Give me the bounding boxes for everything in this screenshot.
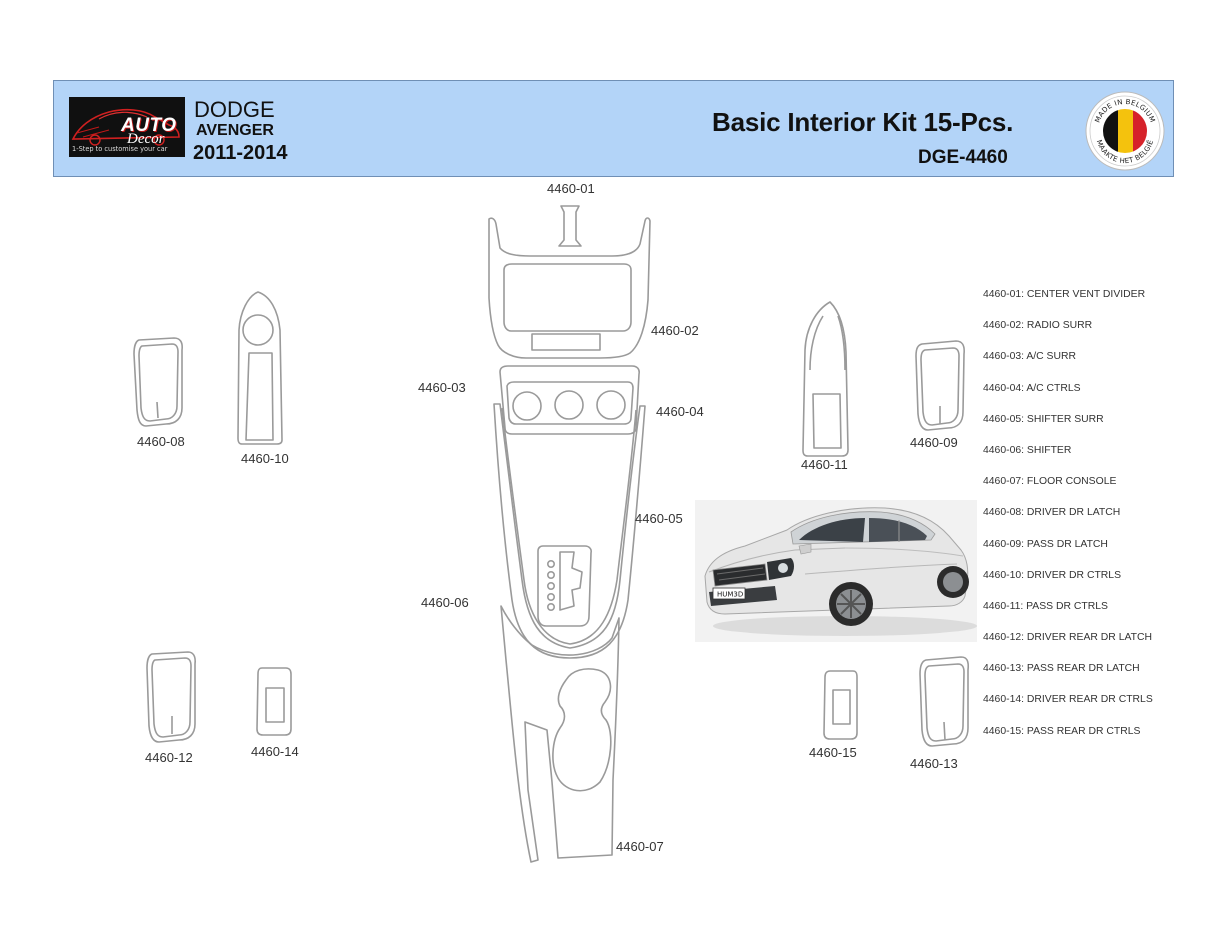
auto-decor-logo: AUTO Decor 1-Step to customise your car [69, 97, 185, 157]
legend-item: 4460-11: PASS DR CTRLS [983, 600, 1108, 612]
part-4460-15-outline [823, 670, 858, 740]
part-4460-09-outline [915, 340, 965, 431]
part-4460-08-outline [133, 337, 183, 427]
part-4460-07-outline [500, 605, 620, 863]
vehicle-years: 2011-2014 [193, 142, 288, 164]
header-banner: AUTO Decor 1-Step to customise your car … [53, 80, 1174, 177]
legend-item: 4460-12: DRIVER REAR DR LATCH [983, 632, 1152, 644]
legend-item: 4460-04: A/C CTRLS [983, 382, 1081, 394]
legend-item: 4460-14: DRIVER REAR DR CTRLS [983, 694, 1153, 706]
made-in-belgium-badge-icon: MADE IN BELGIUM MAAKTE HET BELGIË [1085, 91, 1165, 171]
label-4460-07: 4460-07 [616, 839, 664, 854]
part-4460-14-outline [256, 667, 292, 736]
label-4460-11: 4460-11 [801, 457, 848, 472]
red-car-silhouette-icon [71, 108, 180, 146]
legend-item: 4460-13: PASS REAR DR LATCH [983, 663, 1140, 675]
part-4460-13-outline [919, 656, 970, 747]
kit-code: DGE-4460 [918, 147, 1008, 168]
label-4460-02: 4460-02 [651, 323, 699, 338]
label-4460-13: 4460-13 [910, 756, 958, 771]
label-4460-12: 4460-12 [145, 750, 193, 765]
label-4460-01: 4460-01 [547, 181, 595, 196]
label-4460-14: 4460-14 [251, 744, 299, 759]
label-4460-09: 4460-09 [910, 435, 958, 450]
license-plate-text: HUM3D [717, 591, 743, 599]
part-4460-05-outline [493, 403, 646, 659]
legend-item: 4460-01: CENTER VENT DIVIDER [983, 289, 1146, 300]
legend-item: 4460-02: RADIO SURR [983, 320, 1093, 332]
legend-item: 4460-08: DRIVER DR LATCH [983, 507, 1121, 519]
logo-brand-top: AUTO [121, 115, 177, 136]
logo-brand-bottom: Decor [127, 131, 165, 147]
part-4460-04-outline [506, 381, 634, 425]
label-4460-08: 4460-08 [137, 434, 185, 449]
kit-title: Basic Interior Kit 15-Pcs. [712, 107, 1014, 137]
part-4460-11-outline [802, 301, 849, 457]
legend-item: 4460-07: FLOOR CONSOLE [983, 476, 1117, 488]
part-4460-06-outline [537, 545, 592, 627]
part-4460-12-outline [146, 651, 196, 743]
part-4460-01-outline [558, 205, 582, 247]
vehicle-make: DODGE [194, 97, 275, 122]
label-4460-03: 4460-03 [418, 380, 466, 395]
parts-legend: 4460-01: CENTER VENT DIVIDER 4460-02: RA… [983, 288, 1153, 756]
legend-item: 4460-15: PASS REAR DR CTRLS [983, 725, 1141, 737]
legend-item: 4460-06: SHIFTER [983, 444, 1072, 456]
label-4460-04: 4460-04 [656, 404, 704, 419]
label-4460-15: 4460-15 [809, 745, 857, 760]
logo-tagline: 1-Step to customise your car [72, 145, 168, 153]
dodge-avenger-car-illustration: HUM3D [704, 507, 977, 636]
legend-item: 4460-03: A/C SURR [983, 351, 1076, 363]
legend-item: 4460-10: DRIVER DR CTRLS [983, 569, 1122, 581]
part-4460-02-outline [488, 217, 651, 359]
label-4460-06: 4460-06 [421, 595, 469, 610]
vehicle-model: AVENGER [196, 122, 274, 139]
legend-item: 4460-05: SHIFTER SURR [983, 413, 1104, 425]
label-4460-05: 4460-05 [635, 511, 683, 526]
part-4460-10-outline [237, 291, 283, 445]
label-4460-10: 4460-10 [241, 451, 289, 466]
part-4460-03-outline [499, 365, 640, 435]
car-photo: HUM3D [695, 500, 977, 642]
legend-item: 4460-09: PASS DR LATCH [983, 538, 1108, 550]
